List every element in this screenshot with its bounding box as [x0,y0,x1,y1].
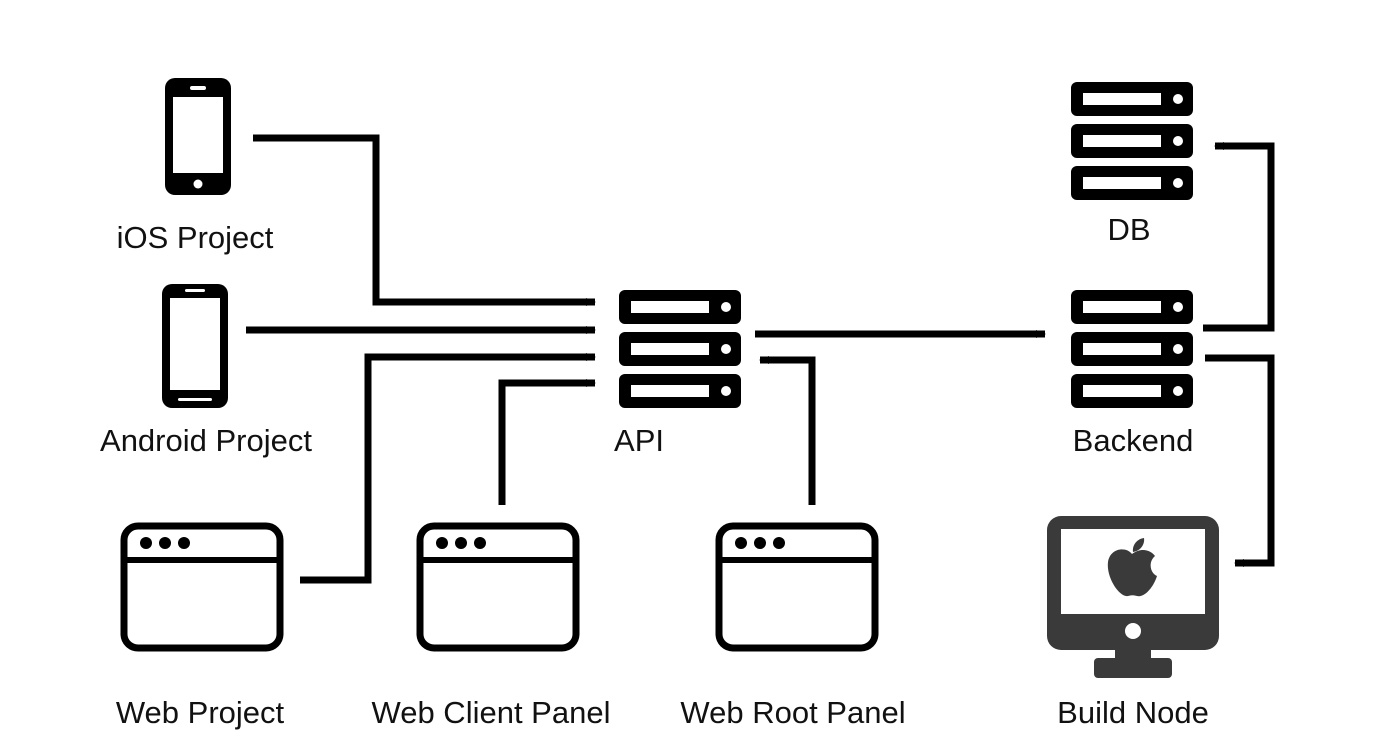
edge-web-client-to-api [498,379,596,505]
server-icon [619,290,741,408]
browser-window-icon [719,526,875,648]
apple-logo-icon [1107,538,1157,597]
node-build-node: Build Node [1047,516,1219,730]
ios-label: iOS Project [117,220,274,255]
browser-window-icon [420,526,576,648]
web-client-label: Web Client Panel [372,695,611,730]
edge-ios-to-api [253,134,596,306]
build-node-label: Build Node [1057,695,1209,730]
node-ios: iOS Project [117,78,274,255]
android-phone-icon [162,284,228,408]
connectors [246,134,1275,584]
db-label: DB [1107,212,1150,247]
node-web-root: Web Root Panel [680,526,906,730]
web-root-label: Web Root Panel [680,695,905,730]
backend-label: Backend [1073,423,1194,458]
web-project-label: Web Project [116,695,285,730]
node-api: API [614,290,741,458]
api-label: API [614,423,664,458]
edge-web-project-to-api [300,353,596,584]
browser-window-icon [124,526,280,648]
database-server-icon [1071,82,1193,200]
edge-backend-to-db [1203,142,1275,332]
node-backend: Backend [1071,290,1193,458]
apple-monitor-icon [1047,516,1219,678]
smartphone-icon [165,78,231,195]
edge-backend-to-build-node [1205,354,1275,567]
edge-web-root-to-api [759,356,816,505]
android-label: Android Project [100,423,312,458]
server-icon [1071,290,1193,408]
node-db: DB [1071,82,1193,247]
node-web-client: Web Client Panel [372,526,611,730]
node-web-project: Web Project [116,526,285,730]
node-android: Android Project [100,284,312,458]
